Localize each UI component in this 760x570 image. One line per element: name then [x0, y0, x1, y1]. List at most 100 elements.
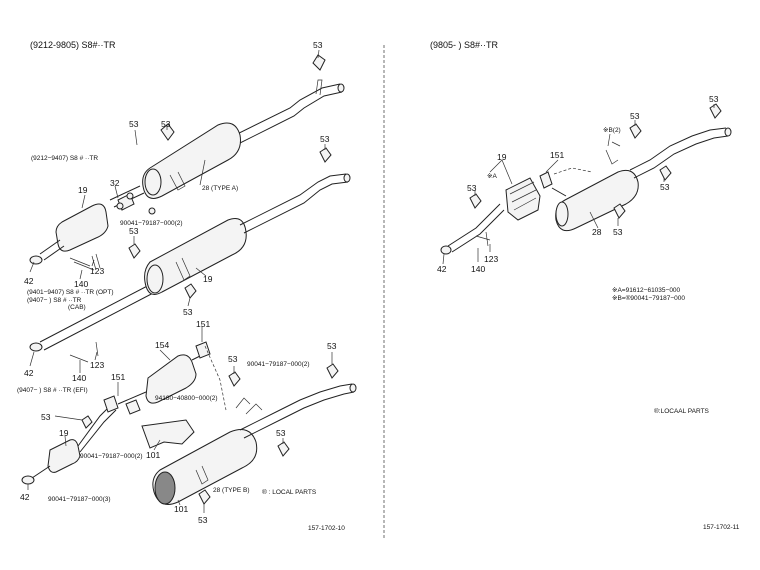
part-53-label: 53	[709, 94, 719, 104]
front-pipe-19c	[21, 403, 117, 485]
variant-9212-label: (9212−9407) S8 # ··TR	[31, 155, 98, 162]
gasket	[116, 202, 124, 210]
part-53-label: 53	[41, 412, 51, 422]
muffler-type-b	[152, 383, 357, 505]
part-101-label: 101	[174, 504, 188, 514]
variant-9401-label: (9401−9407) S8 # ··TR (OPT)	[27, 289, 114, 296]
part-53-label: 53	[327, 341, 337, 351]
catalytic-converter-154	[117, 341, 211, 405]
part-19-label: 19	[497, 152, 507, 162]
ref-a-number: ※A=91612−61035−000	[612, 287, 681, 294]
ref-number-4: 90041−79187−000(2)	[80, 453, 143, 460]
hanger-rubber	[469, 193, 482, 209]
part-140-label: 140	[74, 279, 88, 289]
part-28-label: 28	[592, 227, 602, 237]
ref-b-number: ※B=®90041−79187−000	[612, 294, 685, 302]
hanger-rubber	[128, 243, 141, 259]
part-53-label: 53	[467, 183, 477, 193]
part-53-label: 53	[183, 307, 193, 317]
hanger-rubber	[160, 123, 175, 141]
flange	[125, 399, 141, 415]
part-53-label: 53	[161, 119, 171, 129]
right-front-pipe	[440, 203, 505, 255]
leader-dash	[553, 167, 593, 175]
part-19-label: 19	[78, 185, 88, 195]
bolt	[148, 207, 156, 215]
part-53-label: 53	[630, 111, 640, 121]
part-140-label: 140	[471, 264, 485, 274]
ref-mark-b: ※B(2)	[603, 127, 621, 134]
part-42-label: 42	[20, 492, 30, 502]
ref-number-5: 90041−79187−000(3)	[48, 496, 111, 503]
hanger-rubber	[326, 363, 339, 379]
part-123-label: 123	[484, 254, 498, 264]
flange	[103, 395, 119, 413]
part-28-type-a-label: 28 (TYPE A)	[202, 185, 238, 192]
part-19-label: 19	[59, 428, 69, 438]
hanger-rubber	[319, 147, 332, 163]
bolt-set	[69, 341, 99, 363]
heat-shield-101a	[141, 419, 195, 449]
part-151-label: 151	[550, 150, 564, 160]
part-53-label: 53	[313, 40, 323, 50]
figure-number-left: 157-1702-10	[308, 525, 345, 532]
leader-lines-right	[442, 104, 715, 265]
bolt-set	[69, 257, 95, 271]
part-53-label: 53	[129, 119, 139, 129]
variant-efi-label: (9407− ) S8 # ··TR (EFI)	[17, 387, 88, 394]
right-catalyst-19	[505, 177, 541, 221]
part-32-label: 32	[110, 178, 120, 188]
part-53-label: 53	[320, 134, 330, 144]
part-151-label: 151	[111, 372, 125, 382]
tail-pipe-type-a	[224, 54, 345, 149]
part-53-label: 53	[660, 182, 670, 192]
part-28-type-b-label: 28 (TYPE B)	[213, 487, 249, 494]
part-140-label: 140	[72, 373, 86, 383]
left-header: (9212-9805) S8#··TR	[30, 40, 116, 50]
bolt-set	[475, 231, 491, 247]
part-123-label: 123	[90, 266, 104, 276]
part-151-label: 151	[196, 319, 210, 329]
bolt-set	[91, 253, 101, 271]
figure-number-right: 157-1702-11	[703, 524, 740, 531]
catalyst-ribs	[509, 181, 537, 211]
part-123-label: 123	[90, 360, 104, 370]
variant-9407-label: (9407− ) S8 # ··TR	[27, 297, 82, 304]
ref-number-3: 94180−40800−000(2)	[155, 395, 218, 402]
ref-number-2: 90041−79187−000(2)	[247, 361, 310, 368]
leader-lines-left	[27, 49, 333, 513]
hanger-rubber	[659, 165, 672, 181]
right-flange-151	[539, 171, 553, 189]
front-pipe-19a	[29, 203, 109, 265]
part-53-label: 53	[613, 227, 623, 237]
part-53-label: 53	[129, 226, 139, 236]
hanger-rubber	[277, 441, 290, 457]
ref-number-1: 90041−79187−000(2)	[120, 220, 183, 227]
right-muffler-28	[551, 127, 732, 232]
hanger-rubber	[629, 123, 642, 139]
right-header: (9805- ) S8#··TR	[430, 40, 499, 50]
part-19-label: 19	[203, 274, 213, 284]
local-parts-note: ® : LOCAL PARTS	[262, 488, 317, 496]
hanger-rubber	[198, 489, 211, 505]
part-53-label: 53	[276, 428, 286, 438]
part-42-label: 42	[24, 276, 34, 286]
ref-mark-a: ※A	[487, 173, 497, 180]
part-53-label: 53	[228, 354, 238, 364]
part-42-label: 42	[24, 368, 34, 378]
leader-dash	[204, 345, 227, 411]
variant-cab-label: (CAB)	[68, 304, 86, 311]
part-42-label: 42	[437, 264, 447, 274]
hanger-rubber	[184, 283, 197, 299]
long-tail-pipe	[29, 173, 351, 352]
hanger-rubber	[613, 203, 626, 219]
part-154-label: 154	[155, 340, 169, 350]
hanger-rubber	[709, 103, 722, 119]
gasket	[126, 192, 134, 200]
hanger-rubber	[228, 371, 241, 387]
part-101-label: 101	[146, 450, 160, 460]
hanger-rubber	[81, 415, 93, 429]
local-parts-note-right: ®:LOCAAL PARTS	[654, 407, 710, 415]
